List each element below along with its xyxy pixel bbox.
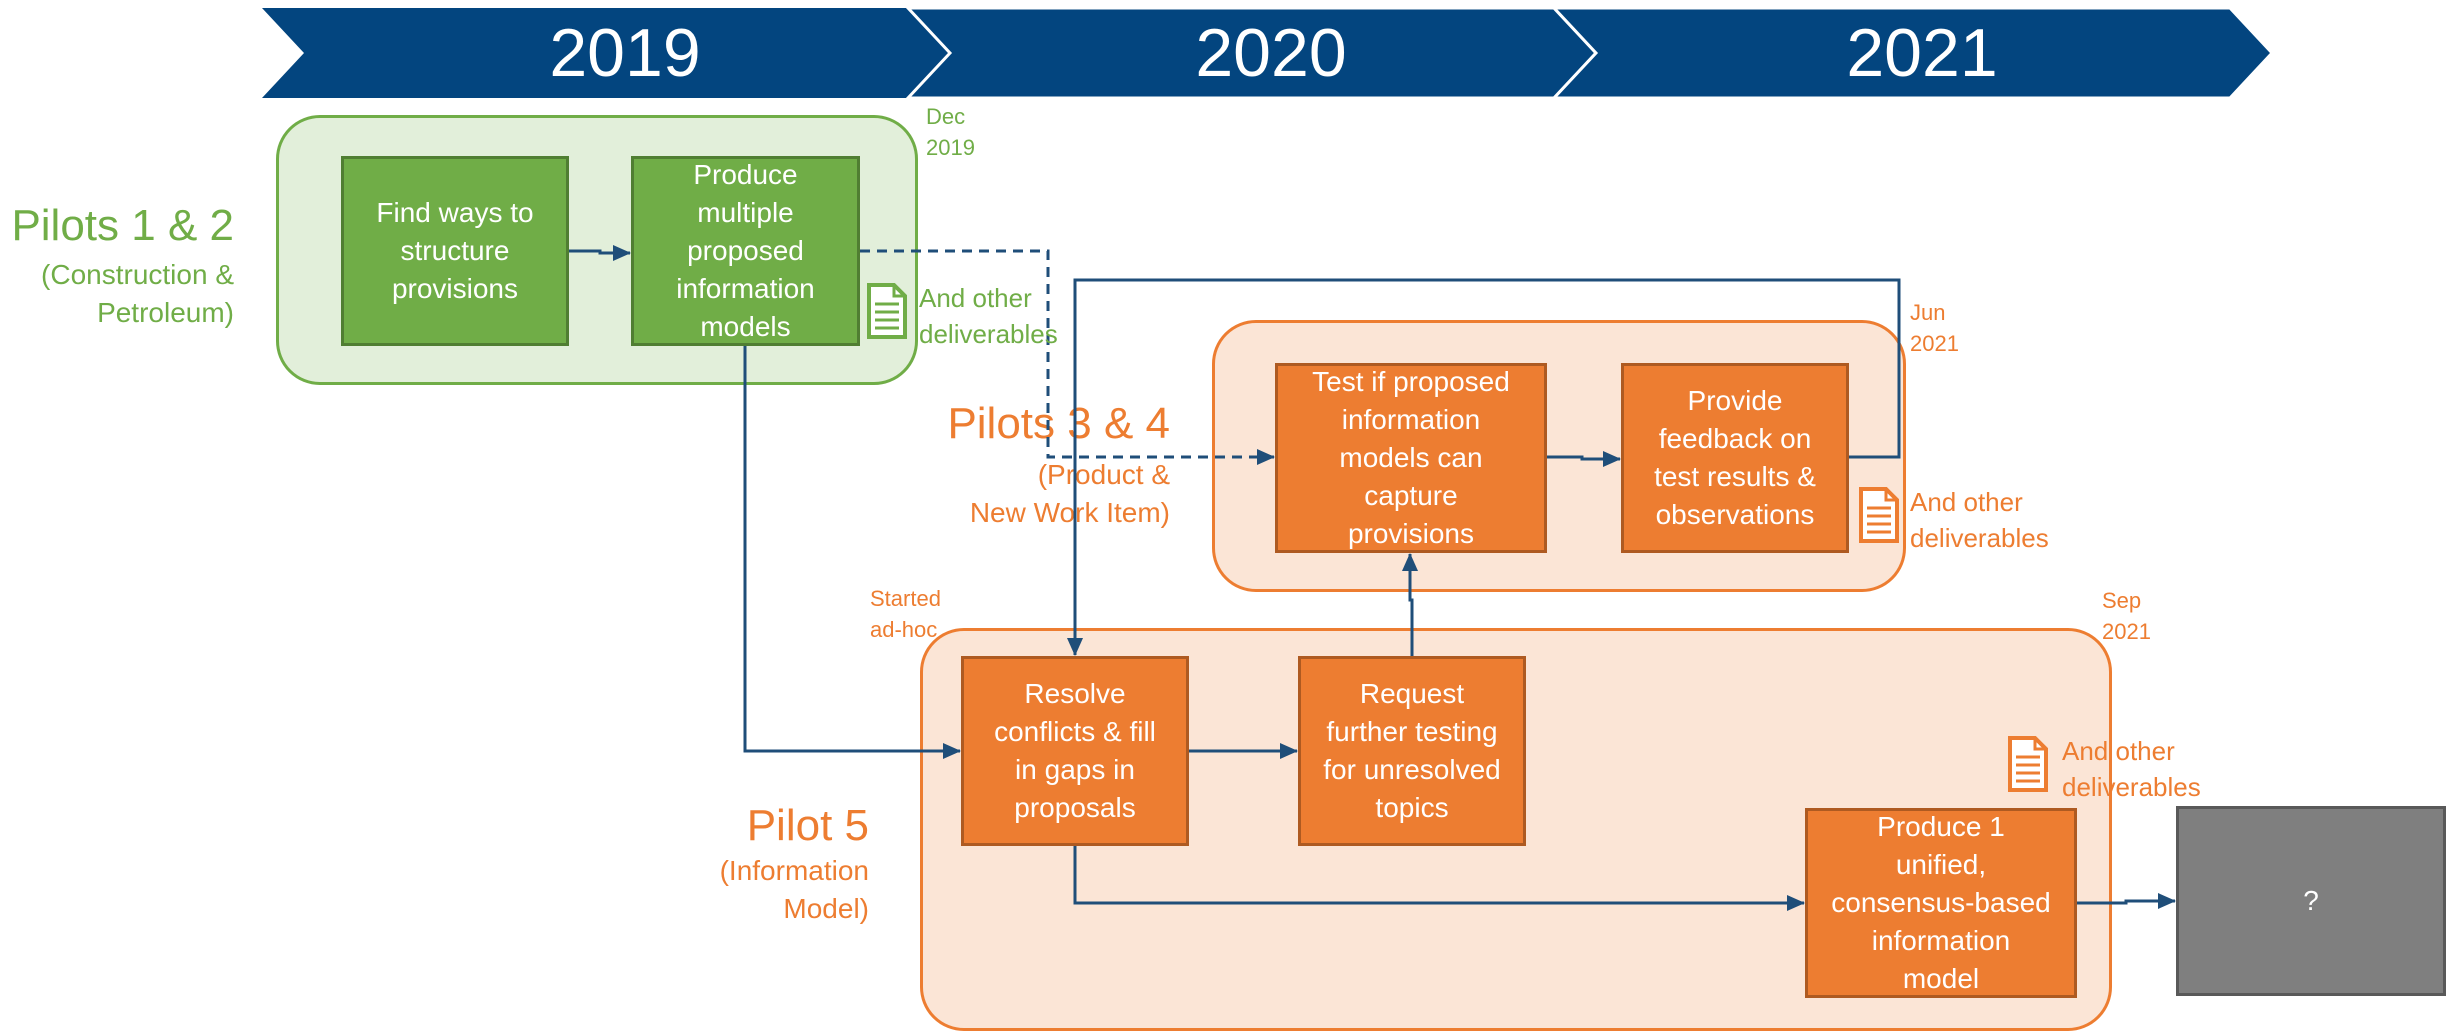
pilots-1-2-subtitle: (Construction & Petroleum): [41, 259, 234, 328]
box-produce-unified: Produce 1 unified, consensus-based infor…: [1805, 808, 2077, 998]
year-2021: 2021: [1846, 15, 1998, 91]
arrow-produce-to-test-dashed: [860, 249, 1275, 465]
pilots-3-4-deliverables: And other deliverables: [1910, 487, 2049, 553]
pilots-1-2-title: Pilots 1 & 2: [11, 201, 234, 250]
pilots-1-2-deliverables: And other deliverables: [919, 283, 1058, 349]
document-icon: [867, 283, 907, 339]
arrow-produce-to-resolve: [743, 346, 961, 759]
document-icon: [2008, 736, 2048, 792]
arrow-feedback-to-resolve: [1067, 278, 1901, 656]
pilot-5-end-date: Sep 2021: [2102, 588, 2151, 644]
arrow-unified-to-unknown: [2077, 893, 2176, 909]
box-test-if: Test if proposed information models can …: [1275, 363, 1547, 553]
year-2020: 2020: [1195, 15, 1347, 91]
arrow-request-to-test: [1402, 553, 1418, 656]
arrow-resolve-to-unified: [1073, 846, 1805, 911]
chevron-2019: [262, 8, 950, 98]
arrow-test-to-feedback: [1547, 451, 1621, 467]
pilots-3-4-subtitle: (Product & New Work Item): [969, 459, 1170, 528]
box-find-ways: Find ways to structure provisions: [341, 156, 569, 346]
pilots-1-2-end-date: Dec 2019: [926, 104, 975, 160]
chevron-2021: [1550, 6, 2275, 100]
pilots-3-4-title: Pilots 3 & 4: [947, 399, 1170, 448]
box-provide-feedback: Provide feedback on test results & obser…: [1621, 363, 1849, 553]
document-icon: [1859, 487, 1899, 543]
pilot-5-subtitle: (Information Model): [719, 855, 869, 924]
arrow-find-to-produce: [569, 245, 631, 261]
pilot-5-start-label: Started ad-hoc: [870, 586, 941, 642]
box-produce-multiple: Produce multiple proposed information mo…: [631, 156, 860, 346]
box-request-testing: Request further testing for unresolved t…: [1298, 656, 1526, 846]
box-unknown-outcome: ?: [2176, 806, 2446, 996]
year-2019: 2019: [549, 15, 701, 91]
pilots-3-4-end-date: Jun 2021: [1910, 300, 1959, 356]
box-resolve-conflicts: Resolve conflicts & fill in gaps in prop…: [961, 656, 1189, 846]
pilot-5-deliverables: And other deliverables: [2062, 736, 2201, 802]
pilot-5-title: Pilot 5: [746, 801, 869, 850]
